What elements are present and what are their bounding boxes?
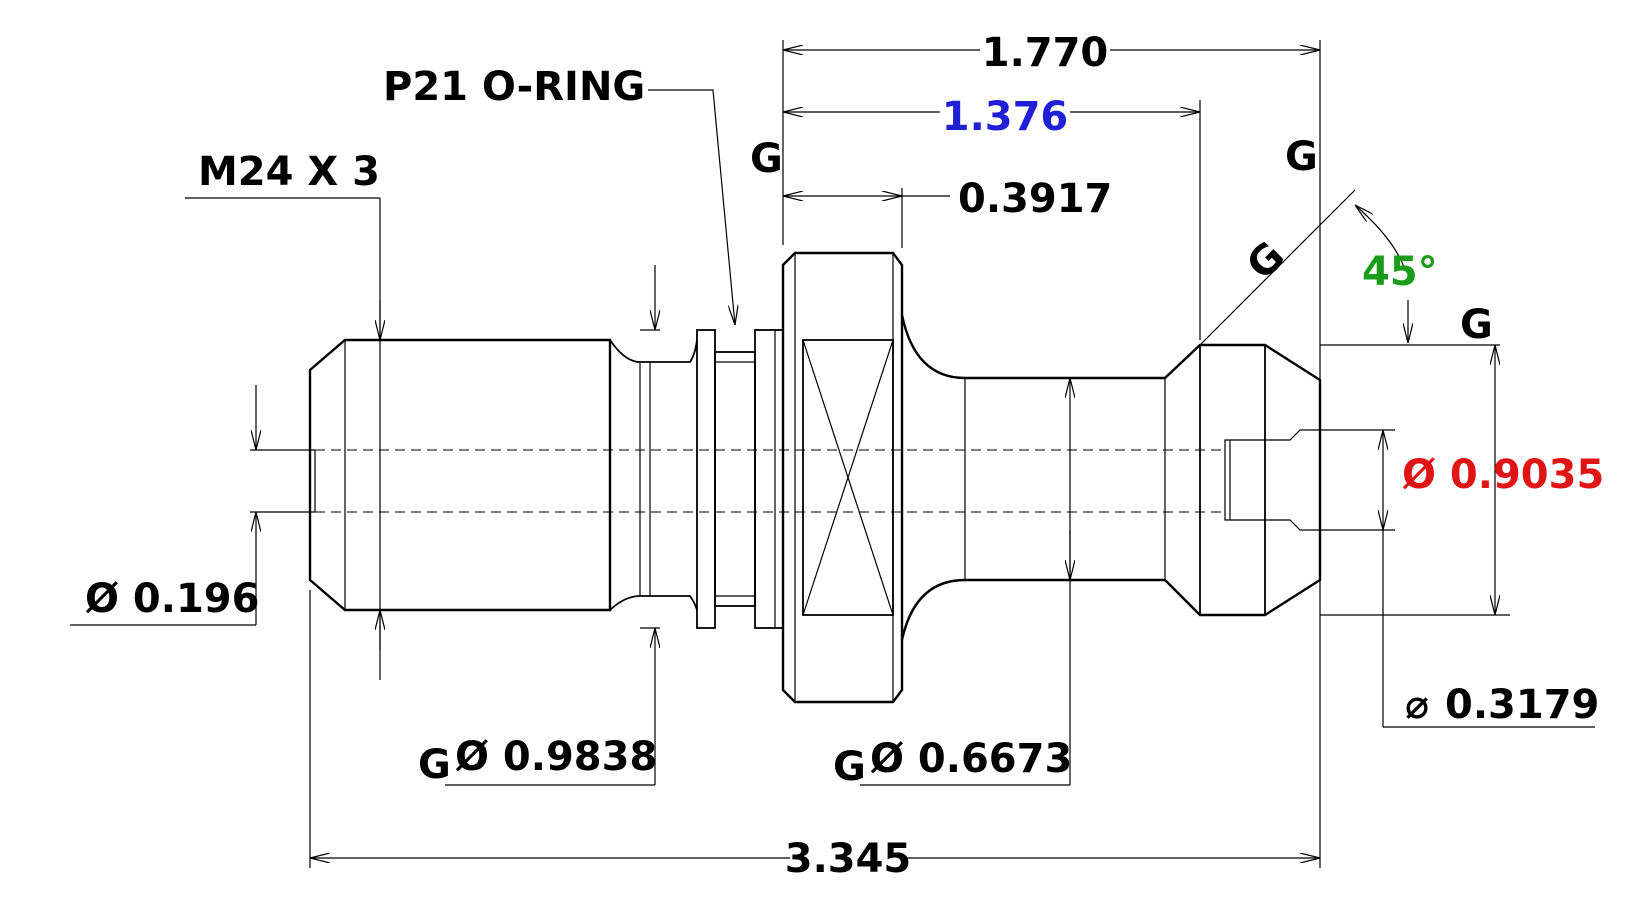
dim-dia-0196: Ø 0.196	[85, 576, 259, 622]
part-outline	[308, 251, 1322, 704]
flange	[781, 251, 904, 704]
hidden-bore	[315, 449, 1225, 513]
ground-mark-6: G	[833, 744, 866, 790]
dim-1770: 1.770	[982, 30, 1109, 76]
flat-cross-2	[802, 339, 894, 616]
ground-mark-3: G	[1460, 302, 1493, 348]
pull-stud-head	[1164, 343, 1322, 617]
dim-1376: 1.376	[942, 94, 1069, 140]
dim-overall-length: 3.345	[785, 836, 912, 882]
collar-2	[754, 329, 784, 629]
collar-1	[696, 329, 716, 629]
dim-dia-09035: Ø 0.9035	[1402, 452, 1604, 498]
ground-mark-1: G	[750, 136, 783, 182]
dim-dia-09838: Ø 0.9838	[455, 734, 657, 780]
thread-shank	[308, 338, 612, 612]
o-ring-callout: P21 O-RING	[383, 64, 645, 110]
dia-symbol-thin: ⌀	[1405, 682, 1429, 728]
undercut-groove	[609, 339, 698, 611]
o-ring-leader	[648, 89, 735, 325]
wrench-flat	[802, 339, 894, 616]
dim-dia-06673: Ø 0.6673	[870, 736, 1072, 782]
neck	[900, 314, 1165, 641]
ground-mark-2: G	[1285, 134, 1318, 180]
o-ring-seat	[714, 351, 756, 607]
ground-mark-4: G	[1238, 233, 1294, 289]
dim-45-deg: 45°	[1362, 249, 1438, 295]
dim-dia-03179: 0.3179	[1445, 682, 1599, 728]
dimensions: 3.345 1.770 1.376 0.3917 G G G G 45° M24…	[70, 30, 1604, 882]
angle-arc-top	[1355, 205, 1406, 271]
taper-ext-line	[1199, 189, 1356, 346]
ground-mark-5: G	[418, 742, 451, 788]
dim-03917: 0.3917	[958, 176, 1112, 222]
thread-callout: M24 X 3	[198, 149, 380, 195]
head-bore	[1224, 429, 1320, 531]
